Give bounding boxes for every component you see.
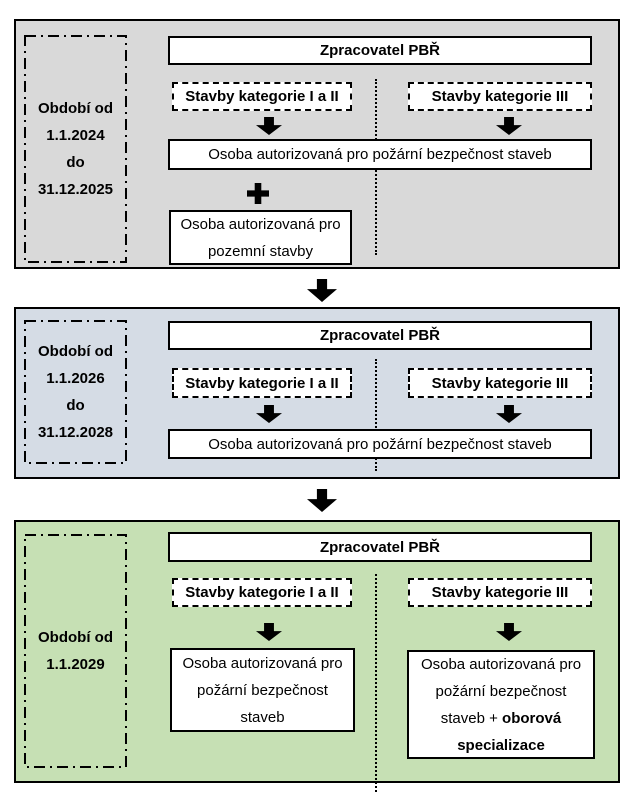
column-divider [375,359,377,471]
category-1-2-box: Stavby kategorie I a II [172,82,352,111]
period-label-box: Období od 1.1.2029 [24,534,127,768]
box-line-bold: oborová [502,709,562,727]
category-1-2-box: Stavby kategorie I a II [172,368,352,398]
ground-structures-box: Osoba autorizovaná pro pozemní stavby [169,210,352,265]
category-1-2-box: Stavby kategorie I a II [172,578,352,607]
column-divider [375,574,377,792]
period-line: 31.12.2025 [37,181,114,198]
category-3-box: Stavby kategorie III [408,368,592,398]
authorized-person-box: Osoba autorizovaná pro požární bezpečnos… [168,139,592,170]
zpracovatel-pbr-box: Zpracovatel PBŘ [168,532,592,562]
period-line: Období od [38,629,113,646]
down-arrow-icon [496,117,522,135]
dash-dot-border [24,320,127,464]
down-arrow-icon [256,405,282,423]
box-line: požární bezpečnost [435,682,567,700]
period-label-box: Období od 1.1.2026 do 31.12.2028 [24,320,127,464]
box-line: pozemní stavby [207,242,314,260]
box-line: Osoba autorizovaná pro [180,215,341,233]
box-line: Osoba autorizovaná pro [182,654,343,672]
dash-dot-border [24,534,127,768]
period-line: Období od [38,343,113,360]
period-line: 1.1.2024 [46,127,105,144]
box-line: staveb + oborová [441,705,561,732]
dash-dot-border [24,35,127,263]
plus-icon [247,183,269,204]
period-line: Období od [38,100,113,117]
down-arrow-icon [307,489,337,512]
box-line: specializace [457,732,545,759]
result-right-box: Osoba autorizovaná pro požární bezpečnos… [407,650,595,759]
panel-2024-2025: Období od 1.1.2024 do 31.12.2025 Zpracov… [14,19,620,269]
box-line: Osoba autorizovaná pro [420,655,582,673]
box-line: staveb [240,708,285,726]
box-line-text: staveb + [440,709,503,727]
box-line-bold: specializace [457,736,545,754]
period-line: do [66,154,85,171]
period-line: 1.1.2026 [46,370,105,387]
period-line: do [66,397,85,414]
period-line: 1.1.2029 [46,656,105,673]
box-line: požární bezpečnost [197,681,328,699]
down-arrow-icon [307,279,337,302]
category-3-box: Stavby kategorie III [408,82,592,111]
down-arrow-icon [496,405,522,423]
down-arrow-icon [256,117,282,135]
down-arrow-icon [496,623,522,641]
down-arrow-icon [256,623,282,641]
result-left-box: Osoba autorizovaná pro požární bezpečnos… [170,648,355,732]
panel-2029: Období od 1.1.2029 Zpracovatel PBŘ Stavb… [14,520,620,792]
authorized-person-box: Osoba autorizovaná pro požární bezpečnos… [168,429,592,459]
zpracovatel-pbr-box: Zpracovatel PBŘ [168,321,592,350]
zpracovatel-pbr-box: Zpracovatel PBŘ [168,36,592,65]
period-line: 31.12.2028 [37,424,114,441]
period-label-box: Období od 1.1.2024 do 31.12.2025 [24,35,127,263]
category-3-box: Stavby kategorie III [408,578,592,607]
panel-2026-2028: Období od 1.1.2026 do 31.12.2028 Zpracov… [14,307,620,479]
